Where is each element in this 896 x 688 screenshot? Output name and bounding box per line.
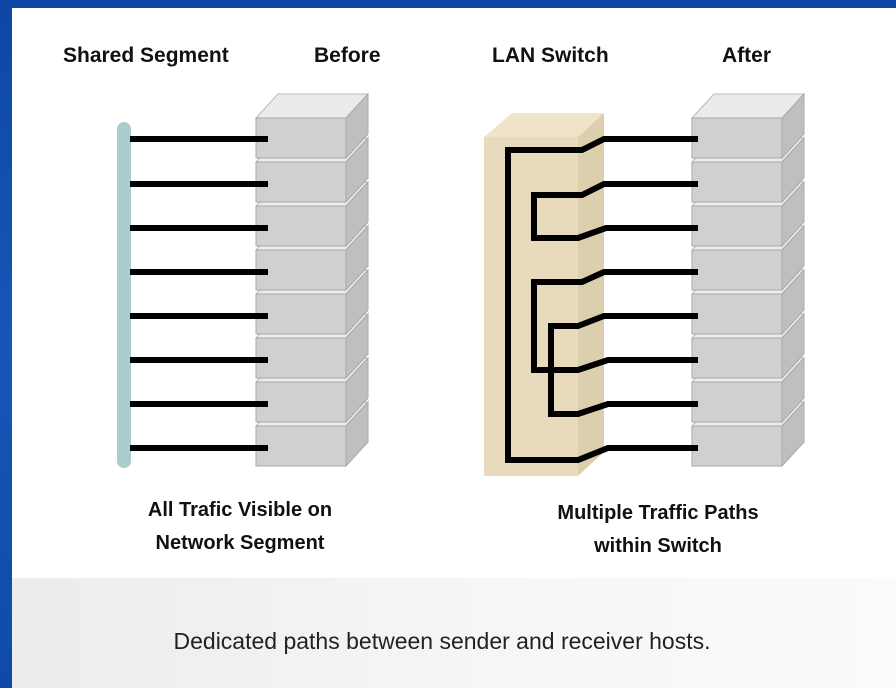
right-caption: Multiple Traffic Paths within Switch: [530, 497, 786, 563]
shared-segment-bar: [117, 122, 131, 468]
lan-switch-box: [484, 113, 604, 476]
left-caption: All Trafic Visible on Network Segment: [120, 494, 360, 560]
lan-switch-heading: LAN Switch: [492, 44, 609, 67]
switch-path: [548, 313, 698, 417]
right-caption-line2: within Switch: [594, 535, 722, 557]
shared-segment-heading: Shared Segment: [63, 44, 229, 67]
switch-path: [531, 181, 698, 241]
left-caption-line1: All Trafic Visible on: [147, 499, 333, 521]
before-heading: Before: [314, 44, 381, 67]
host-box: [255, 93, 369, 159]
shared-segment-cables: [130, 136, 268, 451]
caption-band: [12, 578, 896, 688]
switch-traffic-paths: [505, 136, 698, 463]
left-caption-line2: Network Segment: [155, 532, 325, 554]
right-caption-line1: Multiple Traffic Paths: [557, 502, 759, 524]
main-caption: Dedicated paths between sender and recei…: [173, 628, 711, 654]
after-host-stack: [691, 93, 805, 467]
before-host-stack: [255, 93, 369, 467]
after-heading: After: [722, 44, 772, 67]
host-box: [691, 93, 805, 159]
switch-path: [531, 269, 698, 373]
switch-path: [505, 136, 698, 463]
